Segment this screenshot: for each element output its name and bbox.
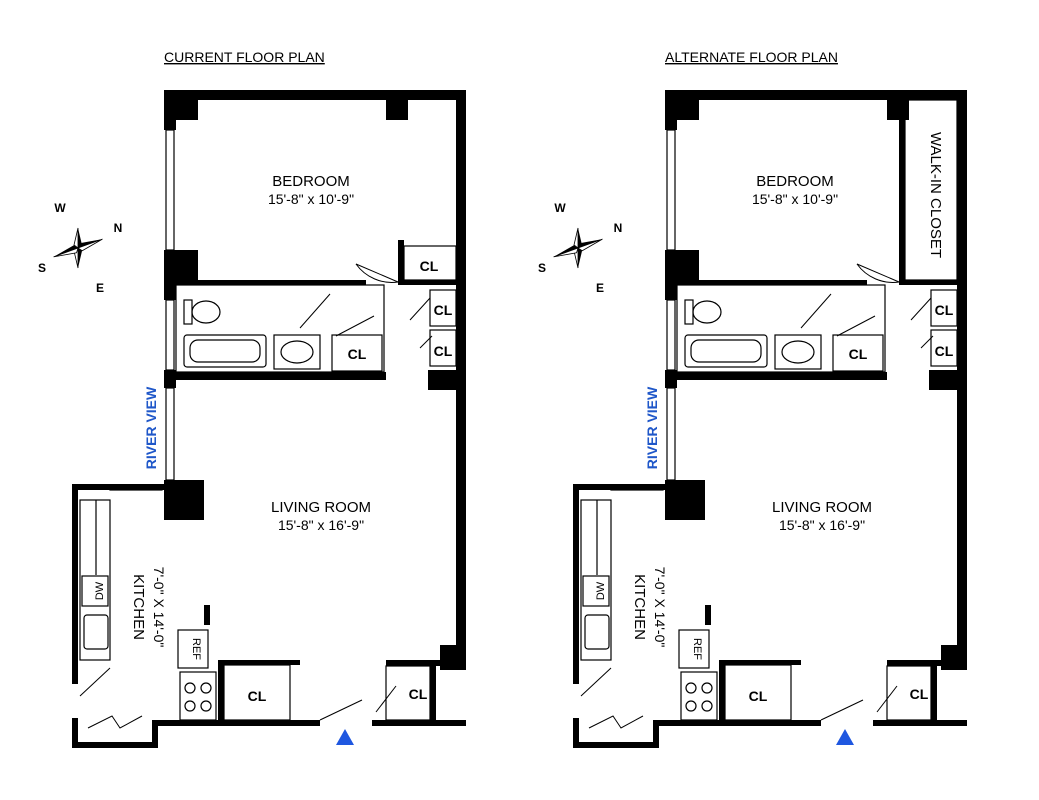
compass-rose-icon — [553, 227, 603, 269]
sink-icon — [774, 334, 822, 370]
kitchen-counter — [79, 499, 209, 669]
bathtub-icon — [183, 334, 267, 368]
living-closet — [886, 665, 932, 721]
kitchen-counter — [580, 499, 710, 669]
hall-closet-1 — [930, 289, 958, 327]
living-room-label: LIVING ROOM — [271, 499, 371, 516]
bedroom-label: BEDROOM — [756, 173, 834, 190]
compass-south-label: S — [38, 261, 46, 275]
current-plan-title: CURRENT FLOOR PLAN — [164, 49, 325, 65]
living-room-dims: 15'-8" x 16'-9" — [278, 517, 364, 533]
bath-closet — [832, 334, 884, 372]
entry-closet — [223, 664, 291, 721]
closet-label: CL — [910, 686, 929, 702]
compass-west-label: W — [554, 201, 566, 215]
river-view-label: RIVER VIEW — [143, 386, 159, 469]
hall-closet-2 — [930, 329, 958, 367]
alternate-plan-title: ALTERNATE FLOOR PLAN — [665, 49, 838, 65]
living-closet — [385, 665, 431, 721]
refrigerator-label: REF — [190, 638, 202, 660]
living-room-dims: 15'-8" x 16'-9" — [779, 517, 865, 533]
compass-east-label: E — [596, 281, 604, 295]
entry-triangle-icon — [336, 729, 354, 745]
walk-in-closet-label: WALK-IN CLOSET — [927, 132, 944, 258]
bathroom — [676, 284, 886, 373]
door-swings — [79, 263, 433, 729]
walls — [72, 90, 466, 748]
closet-label: CL — [935, 343, 954, 359]
compass-south-label: S — [538, 261, 546, 275]
alternate-floor-plan: ALTERNATE FLOOR PLAN W N S E — [538, 49, 967, 748]
river-view-label: RIVER VIEW — [644, 386, 660, 469]
bathroom — [175, 284, 385, 373]
kitchen-label: KITCHEN — [631, 574, 648, 640]
closet-label: CL — [849, 346, 868, 362]
compass-rose-icon — [53, 227, 103, 269]
kitchen-label: KITCHEN — [130, 574, 147, 640]
bedroom-dims: 15'-8" x 10'-9" — [752, 191, 838, 207]
kitchen-dims: 7'-0" X 14'-0" — [151, 567, 167, 648]
entry-closet — [724, 664, 792, 721]
walk-in-closet — [904, 99, 958, 281]
closet-label: CL — [348, 346, 367, 362]
walls — [573, 90, 967, 748]
hall-closet-2 — [429, 329, 457, 367]
kitchen-dims: 7'-0" X 14'-0" — [652, 567, 668, 648]
compass-north-label: N — [114, 221, 123, 235]
door-swings — [580, 263, 934, 729]
compass-east-label: E — [96, 281, 104, 295]
hall-closet-1 — [429, 289, 457, 327]
windows — [109, 129, 175, 491]
entry-triangle-icon — [836, 729, 854, 745]
closet-label: CL — [434, 343, 453, 359]
living-room-label: LIVING ROOM — [772, 499, 872, 516]
current-floor-plan: CURRENT FLOOR PLAN W N S E — [38, 49, 466, 748]
bedroom-label: BEDROOM — [272, 173, 350, 190]
closet-label: CL — [409, 686, 428, 702]
toilet-icon — [684, 299, 722, 325]
compass-west-label: W — [54, 201, 66, 215]
stove-icon — [179, 671, 217, 721]
closet-label: CL — [749, 688, 768, 704]
bath-closet — [331, 334, 383, 372]
bathtub-icon — [684, 334, 768, 368]
refrigerator-label: REF — [691, 638, 703, 660]
closet-label: CL — [420, 258, 439, 274]
closet-label: CL — [434, 302, 453, 318]
compass-north-label: N — [614, 221, 623, 235]
closet-label: CL — [935, 302, 954, 318]
bedroom-closet — [403, 245, 457, 281]
stove-icon — [680, 671, 718, 721]
closet-label: CL — [248, 688, 267, 704]
windows — [610, 129, 676, 491]
dishwasher-label: DW — [595, 581, 607, 600]
dishwasher-label: DW — [94, 581, 106, 600]
toilet-icon — [183, 299, 221, 325]
sink-icon — [273, 334, 321, 370]
bedroom-dims: 15'-8" x 10'-9" — [268, 191, 354, 207]
